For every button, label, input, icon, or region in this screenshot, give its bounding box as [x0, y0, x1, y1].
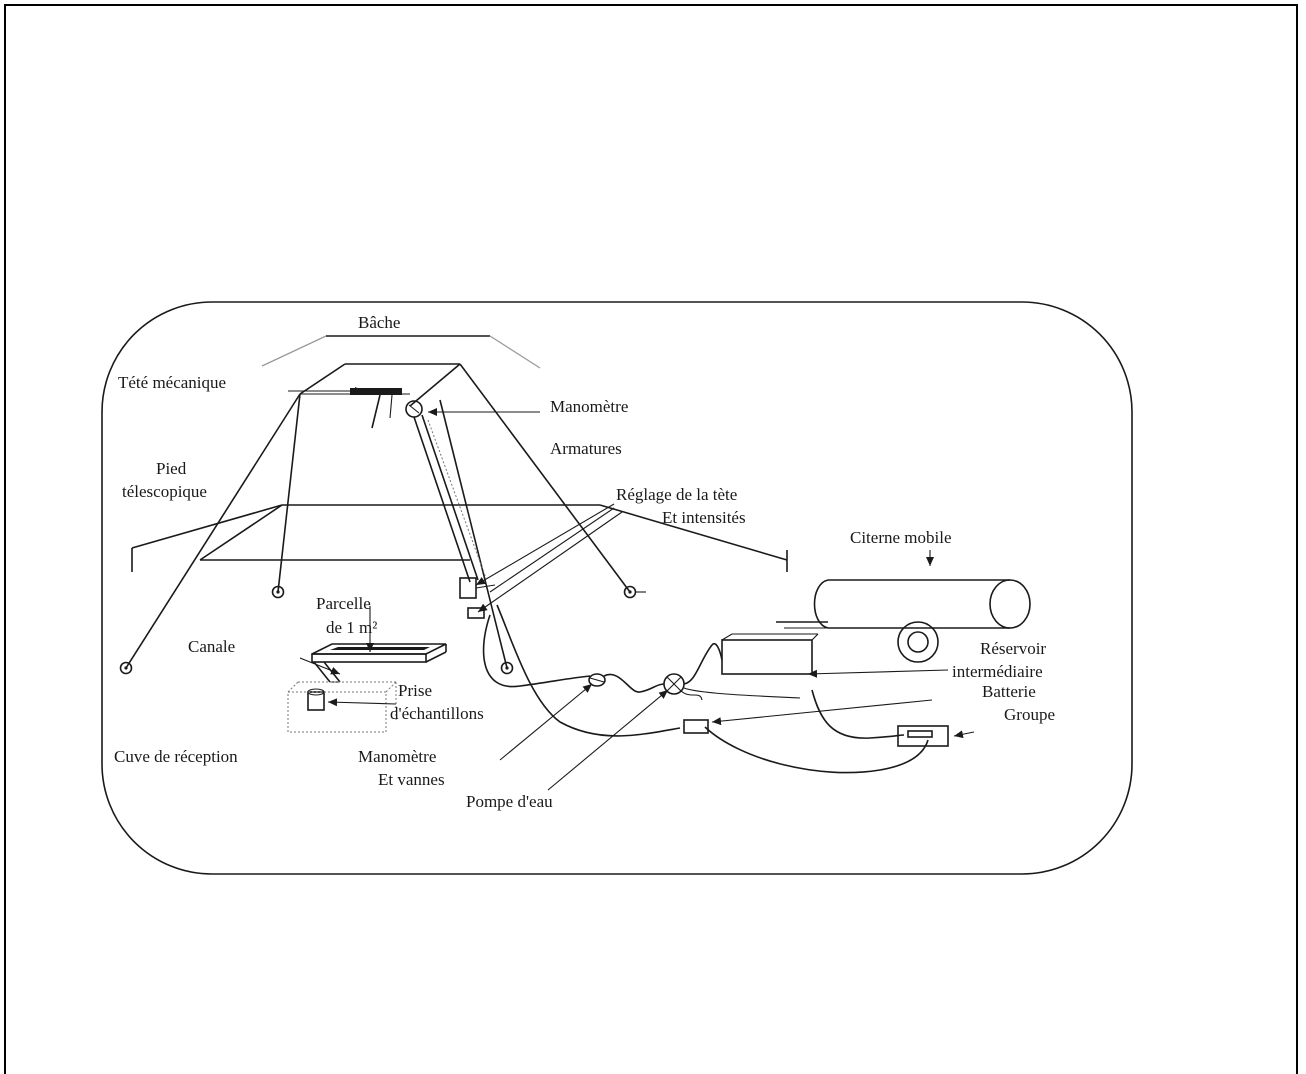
label-reservoir: Réservoir — [980, 639, 1046, 658]
label-de-1-m2: de 1 m² — [326, 618, 377, 637]
label-echantillons: d'échantillons — [390, 704, 484, 723]
label-groupe: Groupe — [1004, 705, 1055, 724]
regulator-box-2 — [467, 607, 485, 619]
frame-braces — [131, 504, 788, 572]
mechanical-head — [350, 388, 402, 395]
armature-pipes — [413, 414, 487, 583]
water-hoses — [482, 604, 929, 774]
label-telescopique: télescopique — [122, 482, 207, 501]
frame-top — [299, 363, 461, 407]
label-armatures: Armatures — [550, 439, 622, 458]
reception-tank — [287, 681, 397, 733]
label-citerne-mobile: Citerne mobile — [850, 528, 952, 547]
diagram-border — [101, 301, 1133, 875]
leg-feet — [119, 585, 646, 675]
label-prise: Prise — [398, 681, 432, 700]
label-tete-mecanique: Tété mécanique — [118, 373, 226, 392]
bache-outline — [261, 335, 541, 369]
label-bache: Bâche — [358, 313, 400, 332]
battery — [683, 719, 709, 734]
page-frame — [4, 4, 1298, 1074]
label-manometre-vannes: Manomètre — [358, 747, 436, 766]
label-reglage: Réglage de la tète — [616, 485, 737, 504]
manometer-valves-icon — [588, 673, 606, 687]
label-intensites: Et intensités — [662, 508, 746, 527]
label-manometre: Manomètre — [550, 397, 628, 416]
telescopic-legs — [125, 363, 631, 669]
water-pump-icon — [663, 673, 685, 695]
label-intermediaire: intermédiaire — [952, 662, 1043, 681]
plot-parcelle — [311, 643, 447, 663]
mobile-tank — [776, 579, 1031, 663]
label-pompe-eau: Pompe d'eau — [466, 792, 553, 811]
label-batterie: Batterie — [982, 682, 1036, 701]
label-canale: Canale — [188, 637, 235, 656]
annotation-arrows — [288, 387, 975, 791]
label-parcelle: Parcelle — [316, 594, 371, 613]
label-et-vannes: Et vannes — [378, 770, 445, 789]
regulator-box — [459, 577, 477, 599]
label-pied: Pied — [156, 459, 187, 478]
intermediate-reservoir — [721, 633, 819, 675]
label-cuve-reception: Cuve de réception — [114, 747, 238, 766]
generator-group — [897, 725, 949, 747]
